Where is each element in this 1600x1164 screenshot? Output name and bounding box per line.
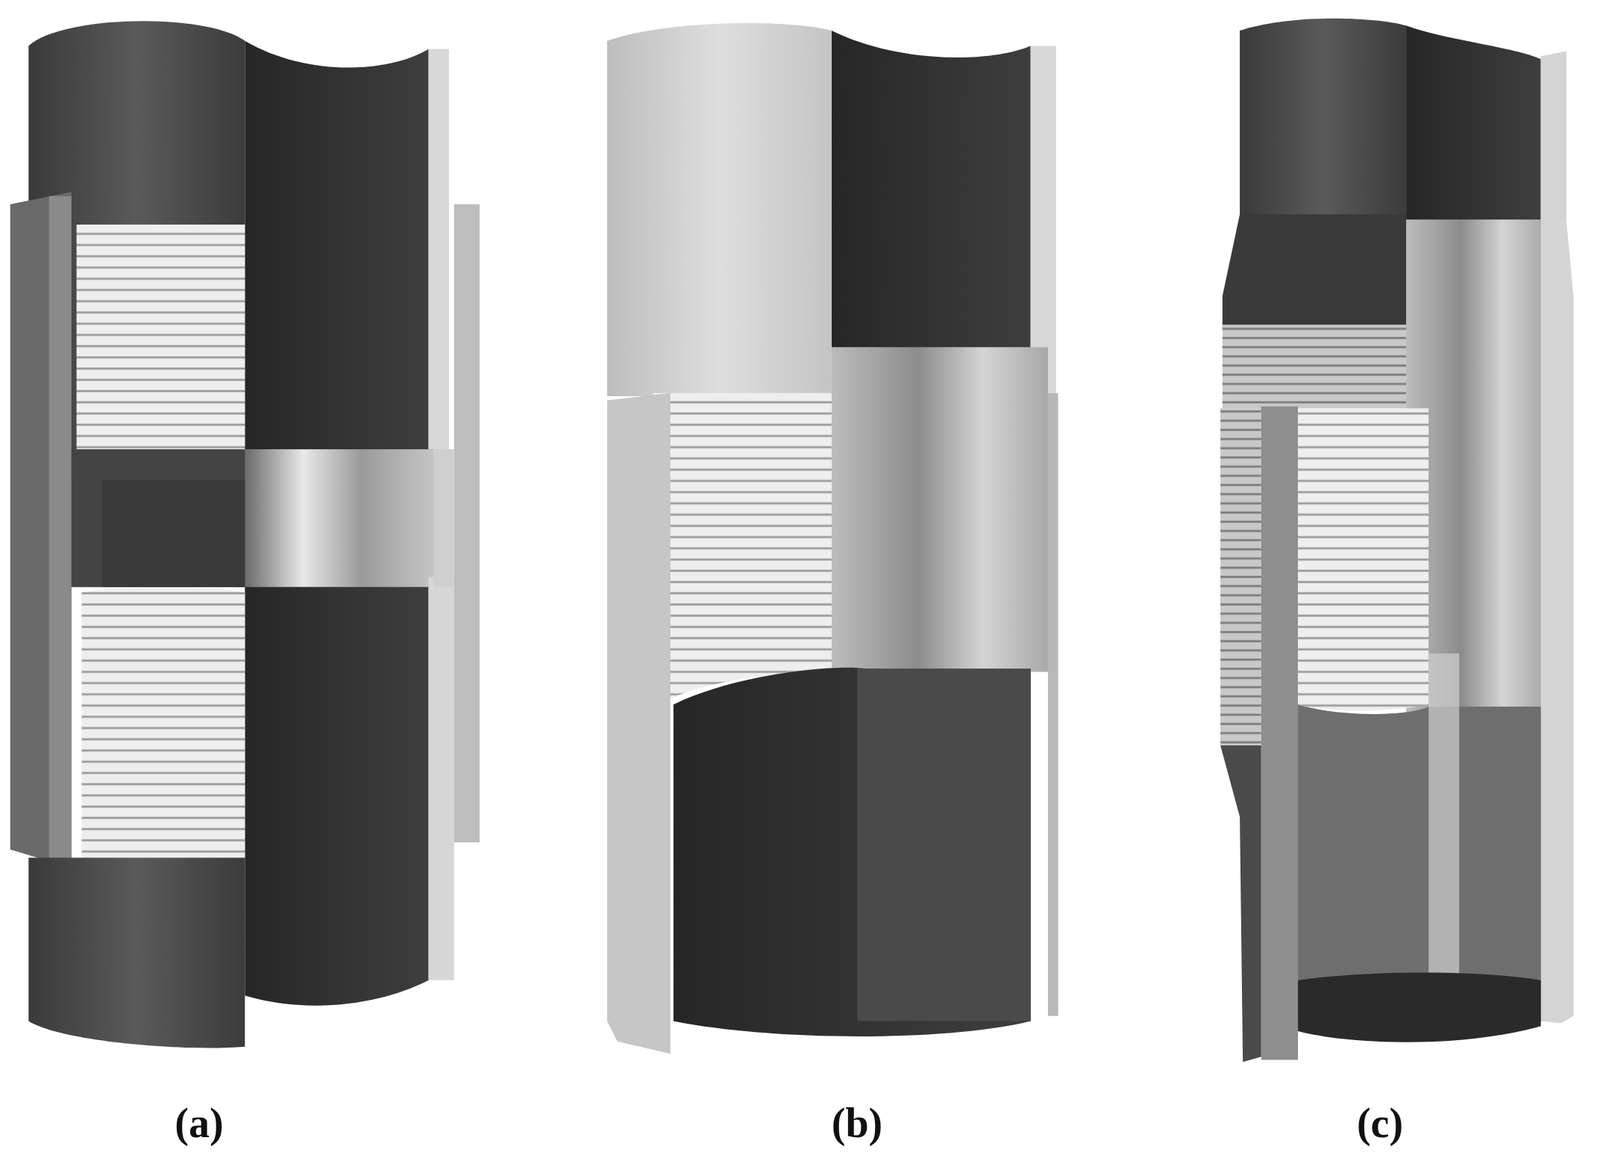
- panel-label: (b): [831, 1098, 883, 1147]
- panel-label: (c): [1356, 1098, 1404, 1147]
- panel-label: (a): [174, 1098, 224, 1147]
